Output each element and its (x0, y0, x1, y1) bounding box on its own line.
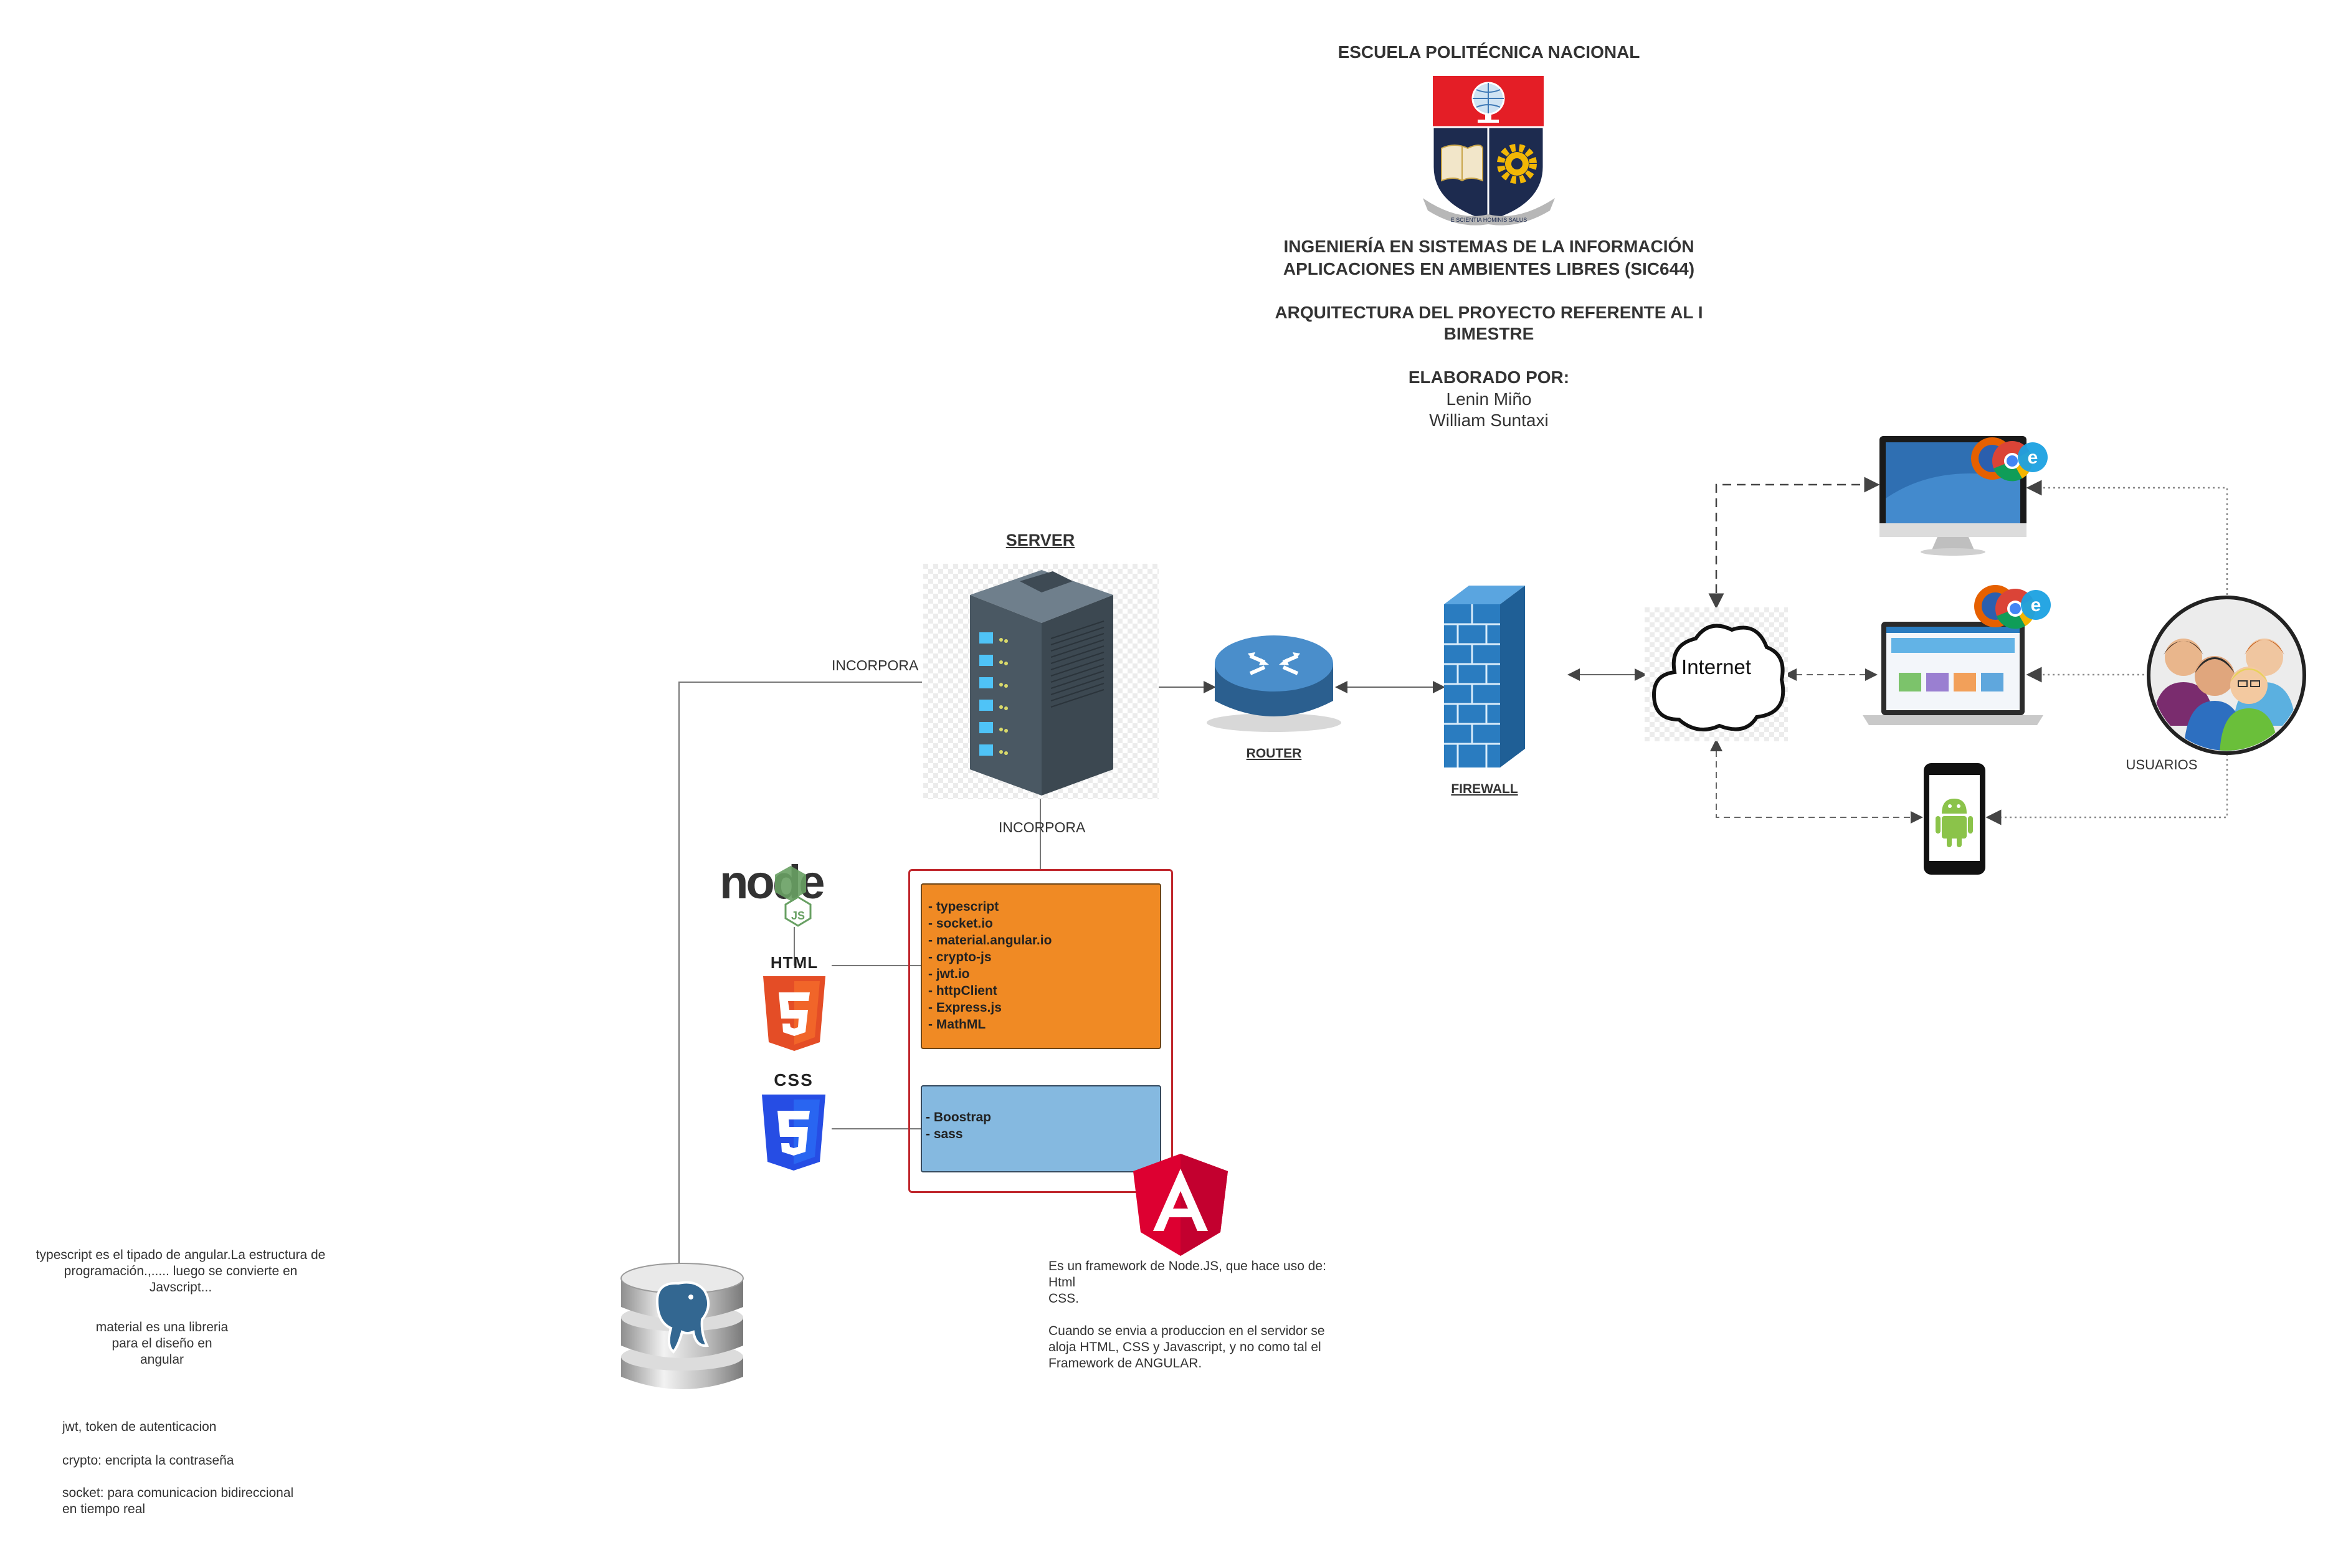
internet-label: Internet (1681, 655, 1751, 678)
note-line: para el diseño en (112, 1336, 212, 1351)
globe-icon (1471, 82, 1505, 123)
book-icon (1441, 145, 1483, 182)
edge-users-phone (1985, 754, 2228, 825)
career-title: INGENIERÍA EN SISTEMAS DE LA INFORMACIÓN (1283, 237, 1694, 256)
note-line: angular (140, 1352, 184, 1367)
angular-note-line: Es un framework de Node.JS, que hace uso… (1048, 1259, 1326, 1273)
seal-motto: E SCIENTIA HOMINIS SALUS (1451, 217, 1527, 223)
library-item: - httpClient (928, 984, 997, 998)
css3-icon (762, 1095, 825, 1171)
edge-internet-desktop (1708, 477, 1880, 609)
html-badge-label: HTML (770, 953, 819, 972)
edge-label-incorpora: INCORPORA (832, 657, 919, 673)
library-item: - Express.js (928, 1000, 1002, 1015)
nodejs-js-badge: JS (791, 910, 805, 922)
authored-by-label: ELABORADO POR: (1408, 368, 1570, 387)
postgresql-database-icon (620, 1263, 744, 1389)
css-badge-label: CSS (774, 1070, 814, 1090)
firewall-label: FIREWALL (1451, 782, 1518, 796)
js-libraries-box: - typescript - socket.io - material.angu… (921, 883, 1161, 1049)
note-line: en tiempo real (62, 1502, 146, 1516)
svg-text:e: e (2028, 447, 2038, 468)
project-title-line1: ARQUITECTURA DEL PROYECTO REFERENTE AL I (1275, 303, 1703, 322)
edge-label-incorpora: INCORPORA (999, 819, 1086, 835)
socket-note: socket: para comunicacion bidireccional … (62, 1485, 293, 1518)
router-label: ROUTER (1246, 746, 1302, 761)
note-line: material es una libreria (95, 1320, 229, 1334)
postgresql-elephant-icon (655, 1281, 710, 1354)
svg-text:e: e (2031, 595, 2041, 615)
library-item: - sass (926, 1127, 963, 1141)
nodejs-wordmark: node (720, 856, 824, 909)
institution-title: ESCUELA POLITÉCNICA NACIONAL (1337, 42, 1640, 62)
note-line: programación.,..... luego se convierte e… (64, 1264, 298, 1278)
project-title-line2: BIMESTRE (1443, 324, 1534, 343)
edge-users-desktop (2026, 480, 2228, 595)
nodejs-logo: node JS (720, 856, 826, 927)
users-group-icon (2147, 596, 2306, 755)
note-line: socket: para comunicacion bidireccional (62, 1486, 294, 1500)
html5-icon (763, 976, 825, 1051)
author-name: Lenin Miño (1446, 389, 1532, 409)
server-icon (923, 564, 1159, 799)
router-icon (1207, 635, 1341, 732)
browser-logos-icon: e (1971, 437, 2048, 482)
firewall-icon (1444, 586, 1525, 767)
internet-cloud-icon (1645, 607, 1788, 741)
library-item: - Boostrap (926, 1110, 991, 1124)
library-item: - crypto-js (928, 950, 992, 964)
angular-logo (1133, 1154, 1228, 1256)
crypto-note: crypto: encripta la contraseña (62, 1453, 234, 1468)
frontend-stack-frame (908, 869, 1173, 1193)
gear-icon (1497, 144, 1537, 184)
typescript-note: typescript es el tipado de angular.La es… (19, 1247, 343, 1296)
library-item: - material.angular.io (928, 933, 1052, 948)
laptop-icon (1863, 622, 2043, 725)
edge-internet-phone (1710, 739, 1923, 824)
server-label: SERVER (1005, 531, 1075, 549)
library-item: - socket.io (928, 916, 993, 931)
android-icon (1936, 799, 1973, 847)
library-item: - jwt.io (928, 967, 970, 981)
css-libraries-box: - Boostrap - sass (921, 1085, 1161, 1172)
material-note: material es una libreria para el diseño … (62, 1319, 262, 1368)
course-title: APLICACIONES EN AMBIENTES LIBRES (SIC644… (1283, 259, 1695, 278)
angular-description: Es un framework de Node.JS, que hace uso… (1048, 1258, 1397, 1372)
note-line: Javscript... (149, 1280, 212, 1295)
library-item: - typescript (928, 900, 999, 914)
library-item: - MathML (928, 1017, 986, 1032)
angular-note-line: Cuando se envia a produccion en el servi… (1048, 1324, 1325, 1338)
seal-ribbon (1423, 198, 1555, 226)
edge-server-database (678, 682, 922, 1265)
university-seal: E SCIENTIA HOMINIS SALUS (1423, 76, 1555, 226)
angular-note-line: CSS. (1048, 1291, 1080, 1306)
note-line: typescript es el tipado de angular.La es… (36, 1248, 326, 1262)
author-name: William Suntaxi (1429, 411, 1549, 430)
desktop-computer-icon (1879, 436, 2026, 556)
angular-note-line: Html (1048, 1275, 1076, 1290)
angular-note-line: Framework de ANGULAR. (1048, 1356, 1202, 1371)
jwt-note: jwt, token de autenticacion (62, 1420, 217, 1434)
browser-logos-icon: e (1974, 585, 2051, 629)
angular-note-line: aloja HTML, CSS y Javascript, y no como … (1048, 1340, 1321, 1354)
android-phone-icon (1924, 763, 1985, 875)
users-label: USUARIOS (2126, 757, 2198, 772)
